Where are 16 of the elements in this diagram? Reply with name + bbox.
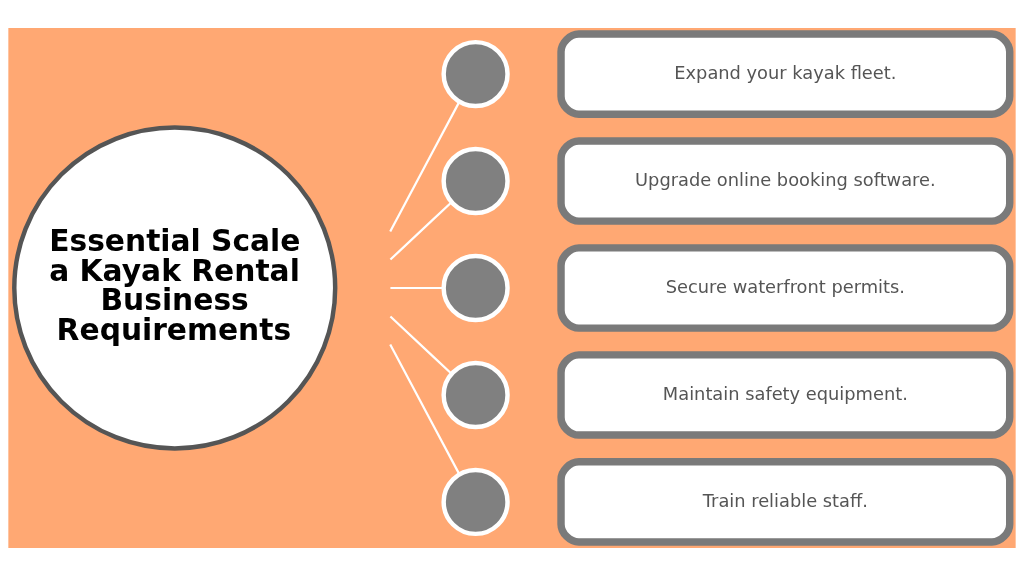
connector xyxy=(389,315,453,375)
node-box: Expand your kayak fleet. xyxy=(557,30,1014,118)
node-circle xyxy=(441,253,510,323)
node-circle: Essential Scale a Kayak Rental Business Requirements xyxy=(12,125,338,451)
node-circle xyxy=(441,360,510,430)
connector xyxy=(389,344,461,475)
node-circle xyxy=(441,146,510,216)
node-circle xyxy=(441,467,510,537)
connector xyxy=(389,101,461,232)
node-box: Maintain safety equipment. xyxy=(557,351,1014,439)
node-box: Train reliable staff. xyxy=(557,458,1014,546)
connector xyxy=(390,286,444,290)
node-box: Secure waterfront permits. xyxy=(557,244,1014,332)
connector xyxy=(389,201,453,261)
node-circle xyxy=(441,39,510,109)
node-box: Upgrade online booking software. xyxy=(557,137,1014,225)
